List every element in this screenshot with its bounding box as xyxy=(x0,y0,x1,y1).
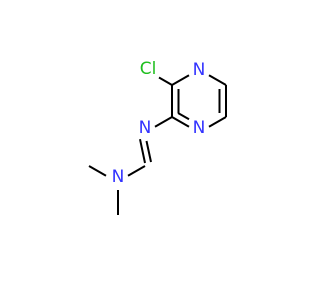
bond-n1-c2-inner xyxy=(177,112,190,121)
bond-n4-c5 xyxy=(208,74,227,86)
bond-c2-n-imine xyxy=(154,116,173,128)
ring-nitrogen-bottom-label: N xyxy=(193,118,206,138)
ring-nitrogen-top-label: N xyxy=(193,60,206,80)
bond-n1-c2 xyxy=(171,116,190,128)
bond-n-imine-ch-inner xyxy=(145,140,152,163)
structure-canvas: Cl N N N N xyxy=(88,59,227,215)
bond-n-imine-ch-outer xyxy=(139,138,146,164)
amine-nitrogen-label: N xyxy=(112,167,125,187)
bond-c6-n1 xyxy=(208,116,227,128)
chlorine-atom-label: Cl xyxy=(140,59,157,79)
chemical-structure: Cl N N N N xyxy=(88,59,227,215)
bond-c3-n4 xyxy=(171,74,190,86)
imine-nitrogen-label: N xyxy=(139,118,152,138)
bond-n-amine-me-top xyxy=(88,165,107,177)
bond-ch-n-amine xyxy=(127,165,146,177)
bond-c3-cl xyxy=(158,76,173,86)
